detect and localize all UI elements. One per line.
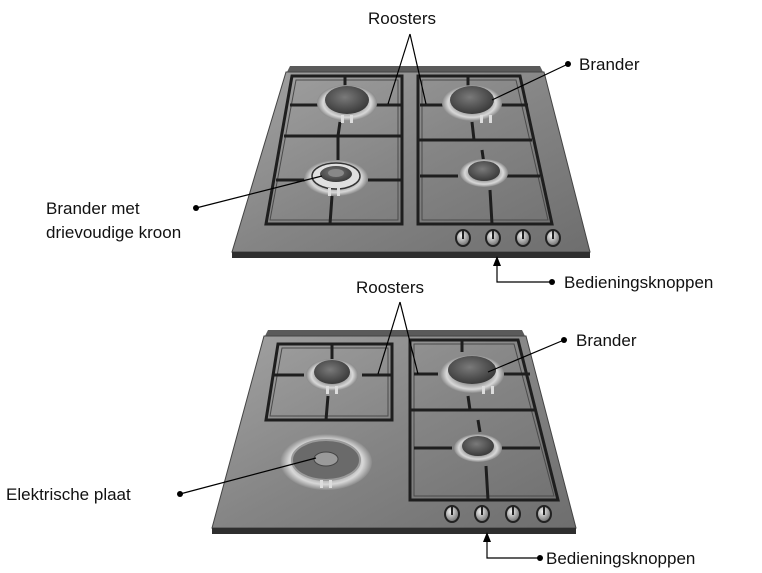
hob-top-grate-left: [264, 74, 404, 226]
knob[interactable]: [444, 505, 460, 523]
label-triple-crown-line2: drievoudige kroon: [46, 223, 181, 242]
label-burner-top: Brander: [579, 55, 640, 74]
hob-top-grate-right: [416, 74, 554, 226]
knob[interactable]: [515, 229, 531, 247]
hob-top-front-edge: [232, 252, 590, 258]
label-controls-top: Bedieningsknoppen: [564, 273, 713, 292]
hob-bottom-electric-hotplate: [280, 434, 372, 490]
hob-bottom-burner-front-right: [454, 434, 502, 462]
hob-top: Roosters Brander Brander met drievoudige…: [46, 9, 713, 292]
hob-bottom: Roosters Brander Elektrische plaat Bedie…: [6, 278, 695, 568]
knob[interactable]: [505, 505, 521, 523]
hob-bottom-grate-left: [264, 342, 394, 422]
knob[interactable]: [455, 229, 471, 247]
label-controls-bottom: Bedieningsknoppen: [546, 549, 695, 568]
label-grates-bottom: Roosters: [356, 278, 424, 297]
knob[interactable]: [474, 505, 490, 523]
hob-top-burner-front-right: [460, 159, 508, 187]
hob-top-leaders: [195, 33, 569, 283]
label-grates-top: Roosters: [368, 9, 436, 28]
knob[interactable]: [536, 505, 552, 523]
label-burner-bottom: Brander: [576, 331, 637, 350]
hob-top-knobs: [455, 229, 561, 247]
hob-top-burner-rear-left: [317, 85, 377, 123]
hob-bottom-burner-rear-right: [440, 355, 504, 394]
hob-bottom-front-edge: [212, 528, 576, 534]
knob[interactable]: [545, 229, 561, 247]
label-triple-crown-line1: Brander met: [46, 199, 140, 218]
hob-bottom-burner-left: [306, 359, 358, 394]
hob-bottom-grate-right: [408, 338, 560, 502]
hob-top-burner-triple-crown: [304, 160, 368, 196]
knob[interactable]: [485, 229, 501, 247]
hob-bottom-knobs: [444, 505, 552, 523]
hob-top-burner-rear-right: [442, 85, 502, 123]
hob-bottom-leaders: [179, 301, 565, 559]
label-hotplate: Elektrische plaat: [6, 485, 131, 504]
